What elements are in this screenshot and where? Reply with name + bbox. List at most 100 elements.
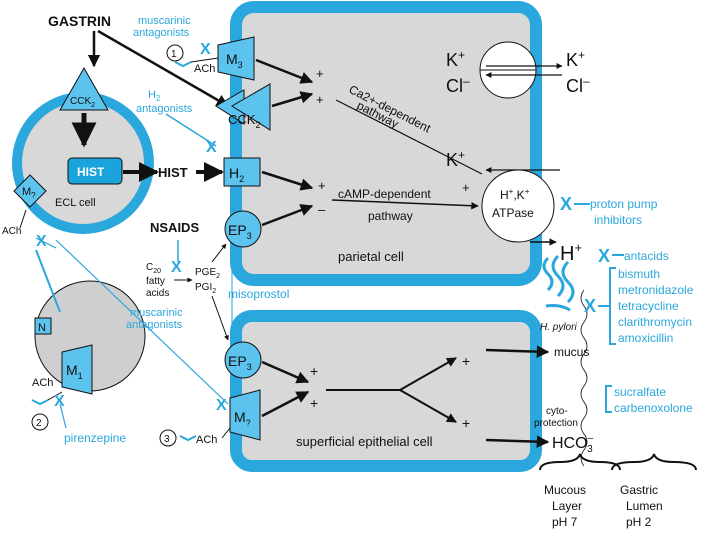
m-ecl-label: M? [22,186,36,200]
hist-arrow-label: HIST [158,165,188,180]
m3-receptor-icon [217,36,255,81]
muscarinic-mid-link-1 [35,237,57,249]
mucous-layer-label-2: Layer [552,499,582,513]
ach-top-ligand-icon [174,61,192,68]
ach-bottom-label: ACh [196,434,217,446]
cck2-ecl-receptor-icon [59,66,109,111]
cl-minus-left: Cl– [446,74,470,96]
cytoprotectant-sucralfate: sucralfate [614,385,666,399]
camp-pathway-arrow [331,199,479,210]
mucus-boundary-line [580,289,588,467]
proton-pump-icon [481,169,555,243]
hist-box-label: HIST [77,165,105,179]
misoprostol-label: misoprostol [228,287,289,301]
gastric-lumen-label-2: Lumen [626,499,663,513]
n-nucleus-box [34,317,52,335]
plus-mucus-branch: + [462,353,470,369]
circle-2-label: 2 [36,418,42,429]
hco3-out-arrow [485,435,550,448]
antibiotic-tetracycline: tetracycline [618,299,679,313]
h2-antagonists-label-2: antagonists [136,103,193,115]
ep3-bottom-signal-arrow [261,360,310,384]
circle-1-label: 1 [171,49,177,60]
proton-pump-inhibitors-2: inhibitors [594,213,642,227]
antacids-label: antacids [624,249,669,263]
minus-ep3: – [318,202,326,217]
acids-label: acids [146,288,169,299]
gastric-lumen-brace [611,453,697,471]
circle-2-marker [31,413,49,431]
circle-1-marker [166,44,184,62]
pirenzepine-label: pirenzepine [64,431,126,445]
circle-3-marker [159,429,177,447]
camp-pathway-label-2: pathway [368,209,413,223]
m-bottom-receptor-icon [229,389,261,441]
h2-receptor-icon [223,157,261,187]
m-bottom-signal-arrow [261,390,310,418]
block-x-h2: X [206,139,217,156]
ach-to-m3-link [190,57,219,63]
h-plus-label: H+ [560,240,582,265]
h2-receptor-label: H2 [229,165,244,184]
muscarinic-mid-line [55,239,229,405]
m-ecl-receptor-icon [13,174,47,208]
gastric-lumen-label-1: Gastric [620,483,658,497]
block-x-m1: X [54,393,65,410]
mucous-layer-label-3: pH 7 [552,515,578,529]
m1-label: M1 [66,362,83,381]
ach-m1-label: ACh [32,377,53,389]
ach-m1-ligand-icon [31,399,49,406]
m1-receptor-icon [61,344,93,395]
m3-signal-arrow [255,58,314,84]
cytoprotectants-bracket [605,385,612,413]
muscarinic-antagonists-mid-2: antagonists [126,319,183,331]
ep3-signal-arrow [261,204,314,227]
cytoprotection-label-2: protection [534,418,578,429]
circle-3-label: 3 [164,434,170,445]
pirenzepine-link [59,403,67,429]
h2-antagonist-line [165,113,217,147]
parietal-cell-label: parietal cell [338,249,404,264]
ep3-bottom-label: EP3 [228,353,252,372]
superficial-epithelial-cell-label: superficial epithelial cell [296,434,433,449]
antibiotic-metronidazole: metronidazole [618,283,694,297]
ach-left-label: ACh [2,226,21,237]
ach-bottom-ligand-icon [179,435,197,442]
k-plus-left: K+ [446,48,465,70]
h-pylori-label: H. pylori [540,322,577,333]
camp-pathway-label-1: cAMP-dependent [338,187,431,201]
block-x-antibiotics: X [584,296,596,316]
n-label: N [38,322,46,334]
mucus-out-arrow [485,345,550,358]
antibiotics-bracket [609,267,616,345]
block-x-ecl: X [36,233,47,250]
mucous-layer-label-1: Mucous [544,483,586,497]
ep3-top-label: EP3 [228,222,252,241]
ep3-top-receptor-icon [224,210,262,248]
antibiotic-bismuth: bismuth [618,267,660,281]
muscarinic-mid-link-2 [35,249,61,313]
ach-left-link [19,209,27,229]
c20-label: C20 [146,262,161,275]
k-plus-right: K+ [566,48,585,70]
cck2-ecl-label: CCK2 [70,96,95,109]
muscarinic-antagonists-top-1: muscarinic [138,15,191,27]
pg-to-ep3-top-arrow [211,243,227,263]
cck2-signal-arrow [271,91,314,108]
plus-h2: + [318,178,326,193]
ach-m1-link [47,391,63,401]
block-x-nsaids: X [171,259,182,276]
plus-hco3-branch: + [462,415,470,431]
gastric-lumen-label-3: pH 2 [626,515,652,529]
atpase-label-2: ATPase [492,206,534,220]
muscarinic-antagonists-top-2: antagonists [133,27,190,39]
cl-minus-right: Cl– [566,74,590,96]
cytoprotection-label-1: cyto- [546,406,568,417]
pgi2-label: PGI2 [195,282,216,295]
hco3-label: HCO–3 [552,433,594,455]
cytoprotectant-carbenoxolone: carbenoxolone [614,401,693,415]
epi-to-hco3-branch [399,389,457,423]
ach-top-label: ACh [194,63,215,75]
